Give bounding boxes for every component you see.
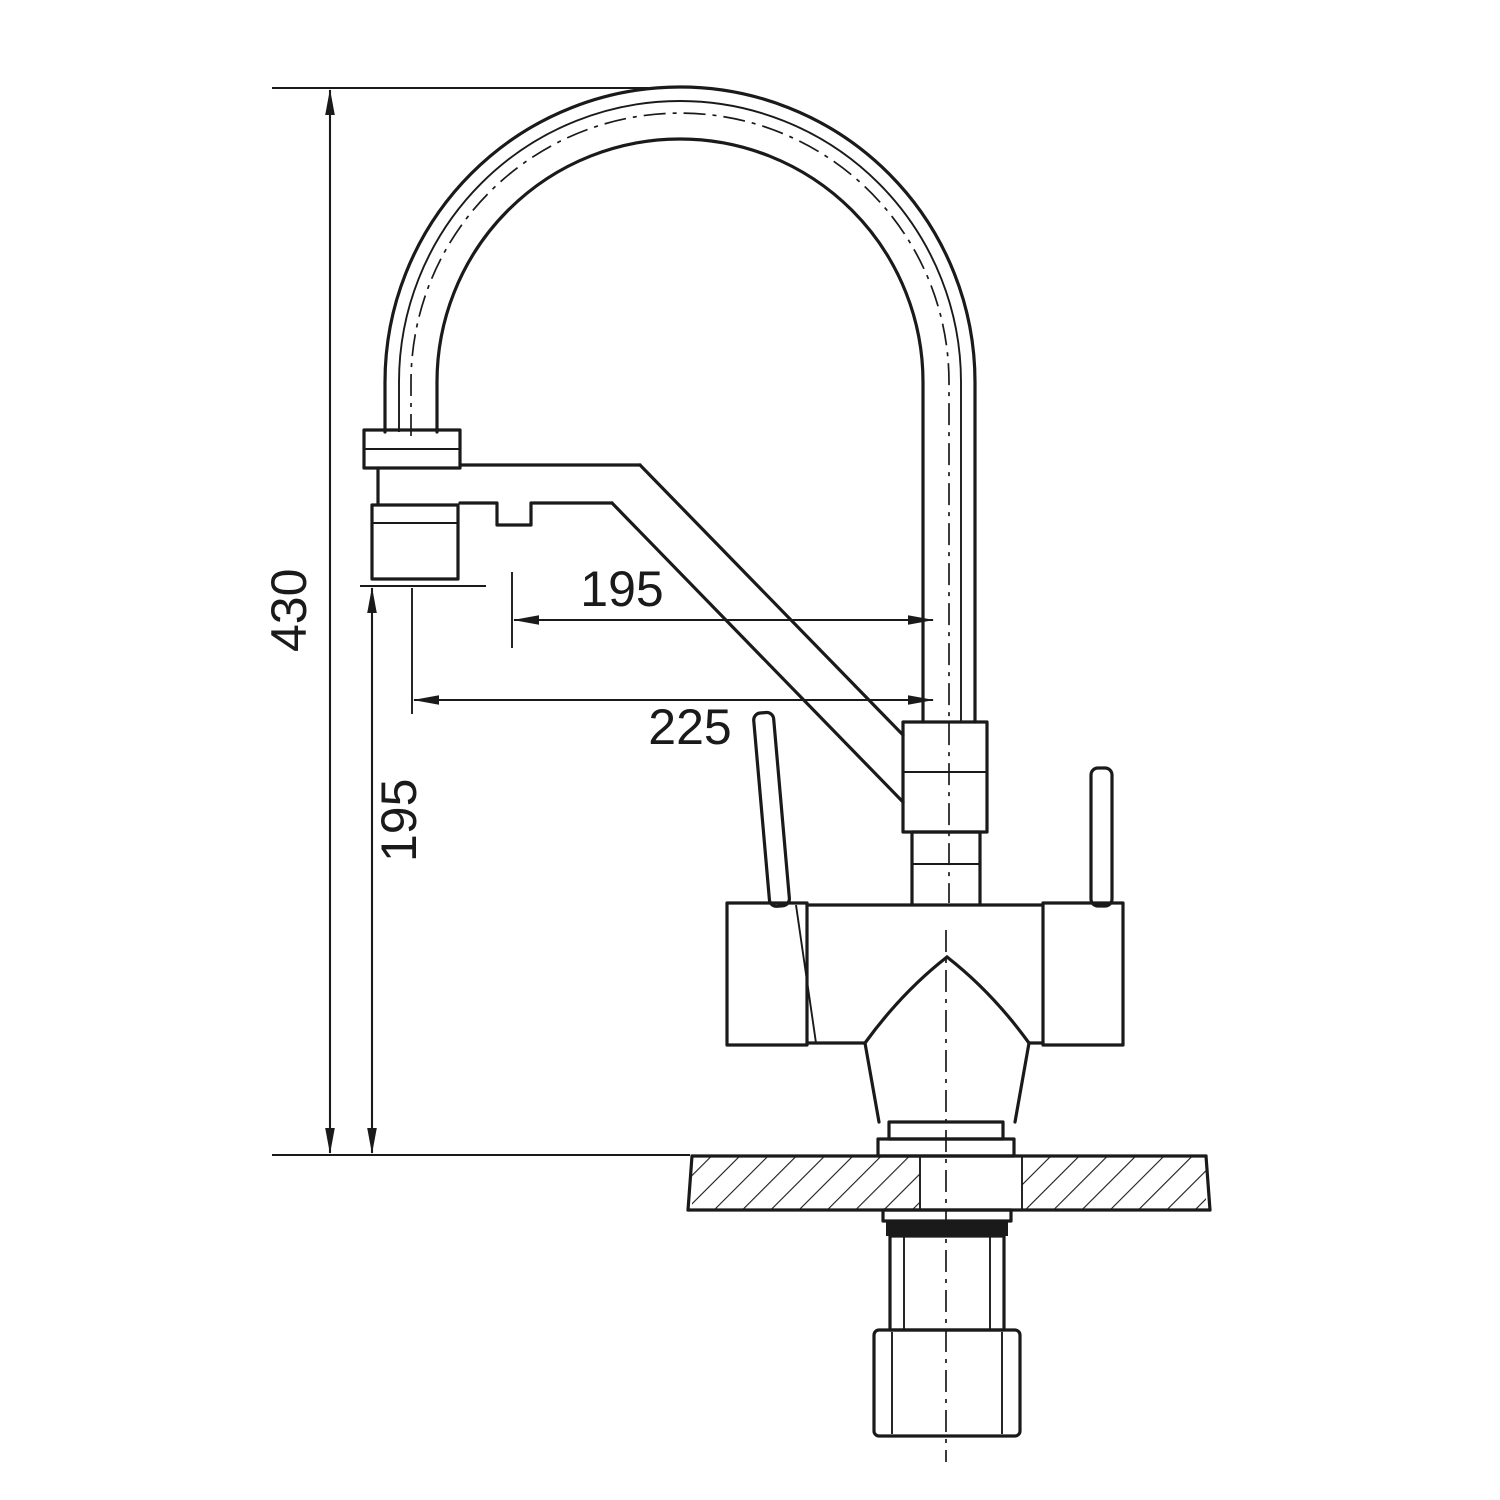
dim-label-195-horizontal: 195 [580, 561, 663, 617]
dim-label-225: 225 [648, 699, 731, 755]
mounting-nut [872, 1328, 1022, 1438]
right-handle-lever [1089, 766, 1114, 908]
dim-label-430: 430 [261, 569, 317, 652]
mounting-hardware [872, 930, 1022, 1462]
filter-spout-head [362, 428, 462, 581]
secondary-spout-arm [458, 463, 905, 804]
dim-overall-reach: 225 [411, 588, 934, 755]
dim-overall-height: 430 [261, 87, 690, 1156]
gooseneck-spout [383, 85, 977, 903]
dim-spout-reach: 195 [511, 561, 934, 648]
spout-centerline [410, 112, 950, 903]
countertop-section [686, 1154, 1212, 1212]
rubber-washer [886, 1221, 1008, 1236]
dim-label-195-vertical: 195 [371, 779, 427, 862]
faucet-body [725, 901, 1125, 1124]
dim-body-height: 195 [360, 585, 486, 1154]
spout-swivel-fitting [901, 720, 989, 907]
left-handle-lever [752, 710, 791, 908]
